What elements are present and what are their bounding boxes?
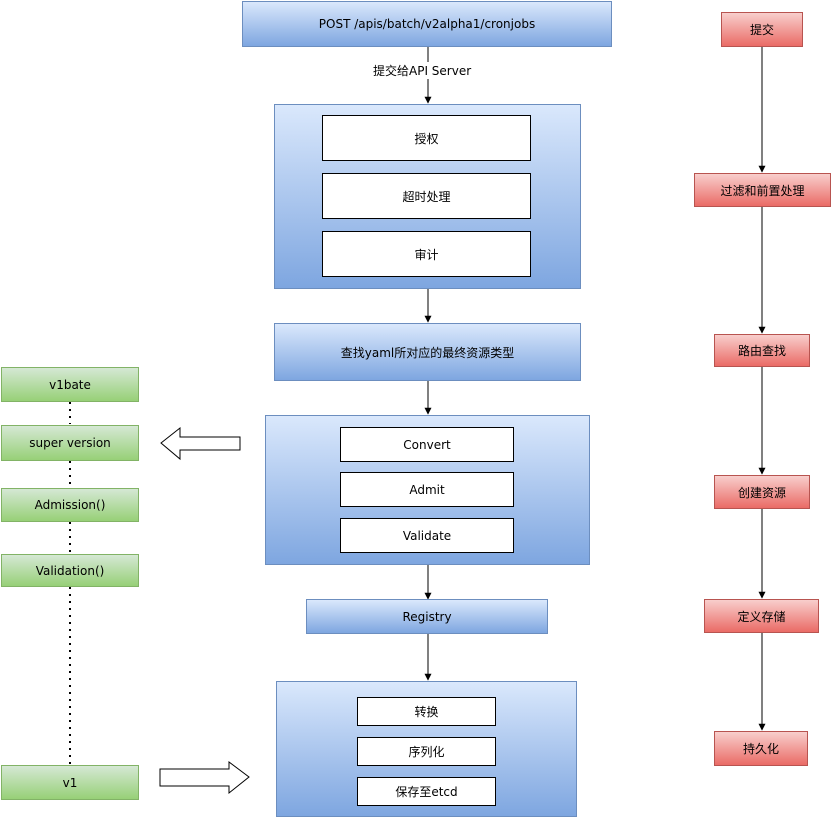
version-label: v1 bbox=[62, 775, 78, 790]
group1-item-label: 授权 bbox=[414, 131, 439, 146]
version-super: super version bbox=[1, 425, 139, 461]
group2-item: Convert bbox=[340, 427, 514, 462]
version-validation: Validation() bbox=[1, 554, 139, 587]
version-v1bate: v1bate bbox=[1, 367, 139, 402]
version-label: v1bate bbox=[49, 377, 91, 392]
group1-item-label: 审计 bbox=[414, 247, 439, 262]
group2-item-label: Validate bbox=[402, 528, 452, 543]
step-label: 提交 bbox=[749, 23, 774, 37]
group2-item-label: Convert bbox=[403, 437, 451, 452]
version-admission: Admission() bbox=[1, 488, 139, 522]
step-label: 持久化 bbox=[742, 742, 779, 756]
group2-item: Validate bbox=[340, 518, 514, 553]
lookup-label: 查找yaml所对应的最终资源类型 bbox=[340, 345, 515, 360]
step-storage: 定义存储 bbox=[704, 599, 819, 633]
group1-item: 审计 bbox=[322, 231, 531, 277]
step-label: 创建资源 bbox=[737, 485, 786, 500]
version-v1: v1 bbox=[1, 765, 139, 800]
version-label: super version bbox=[29, 436, 111, 450]
group2-item: Admit bbox=[340, 472, 514, 507]
group1-item-label: 超时处理 bbox=[402, 189, 451, 204]
group3-item-label: 转换 bbox=[414, 705, 439, 719]
post-request-label: POST /apis/batch/v2alpha1/cronjobs bbox=[318, 17, 536, 31]
version-label: Validation() bbox=[35, 563, 105, 578]
step-route: 路由查找 bbox=[714, 334, 810, 367]
post-request-box: POST /apis/batch/v2alpha1/cronjobs bbox=[242, 1, 612, 47]
lookup-box: 查找yaml所对应的最终资源类型 bbox=[274, 323, 581, 381]
hollow-arrow-left bbox=[160, 426, 241, 461]
group3-item-label: 序列化 bbox=[408, 745, 445, 759]
group3-item: 转换 bbox=[357, 697, 496, 726]
group1-item: 超时处理 bbox=[322, 173, 531, 219]
step-submit: 提交 bbox=[721, 12, 803, 47]
registry-label: Registry bbox=[402, 609, 452, 624]
submit-label: 提交给API Server bbox=[373, 62, 472, 79]
step-label: 路由查找 bbox=[737, 344, 786, 358]
step-label: 定义存储 bbox=[737, 609, 786, 624]
hollow-arrow-right bbox=[159, 761, 250, 795]
group3-item-label: 保存至etcd bbox=[395, 785, 458, 799]
group1-item: 授权 bbox=[322, 115, 531, 161]
registry-box: Registry bbox=[306, 599, 548, 634]
group3-item: 保存至etcd bbox=[357, 777, 496, 806]
version-label: Admission() bbox=[34, 498, 106, 512]
step-filter: 过滤和前置处理 bbox=[694, 173, 831, 207]
group2-item-label: Admit bbox=[409, 482, 445, 497]
step-persist: 持久化 bbox=[714, 731, 808, 766]
step-label: 过滤和前置处理 bbox=[720, 183, 805, 198]
step-create: 创建资源 bbox=[714, 475, 810, 509]
group3-item: 序列化 bbox=[357, 737, 496, 766]
